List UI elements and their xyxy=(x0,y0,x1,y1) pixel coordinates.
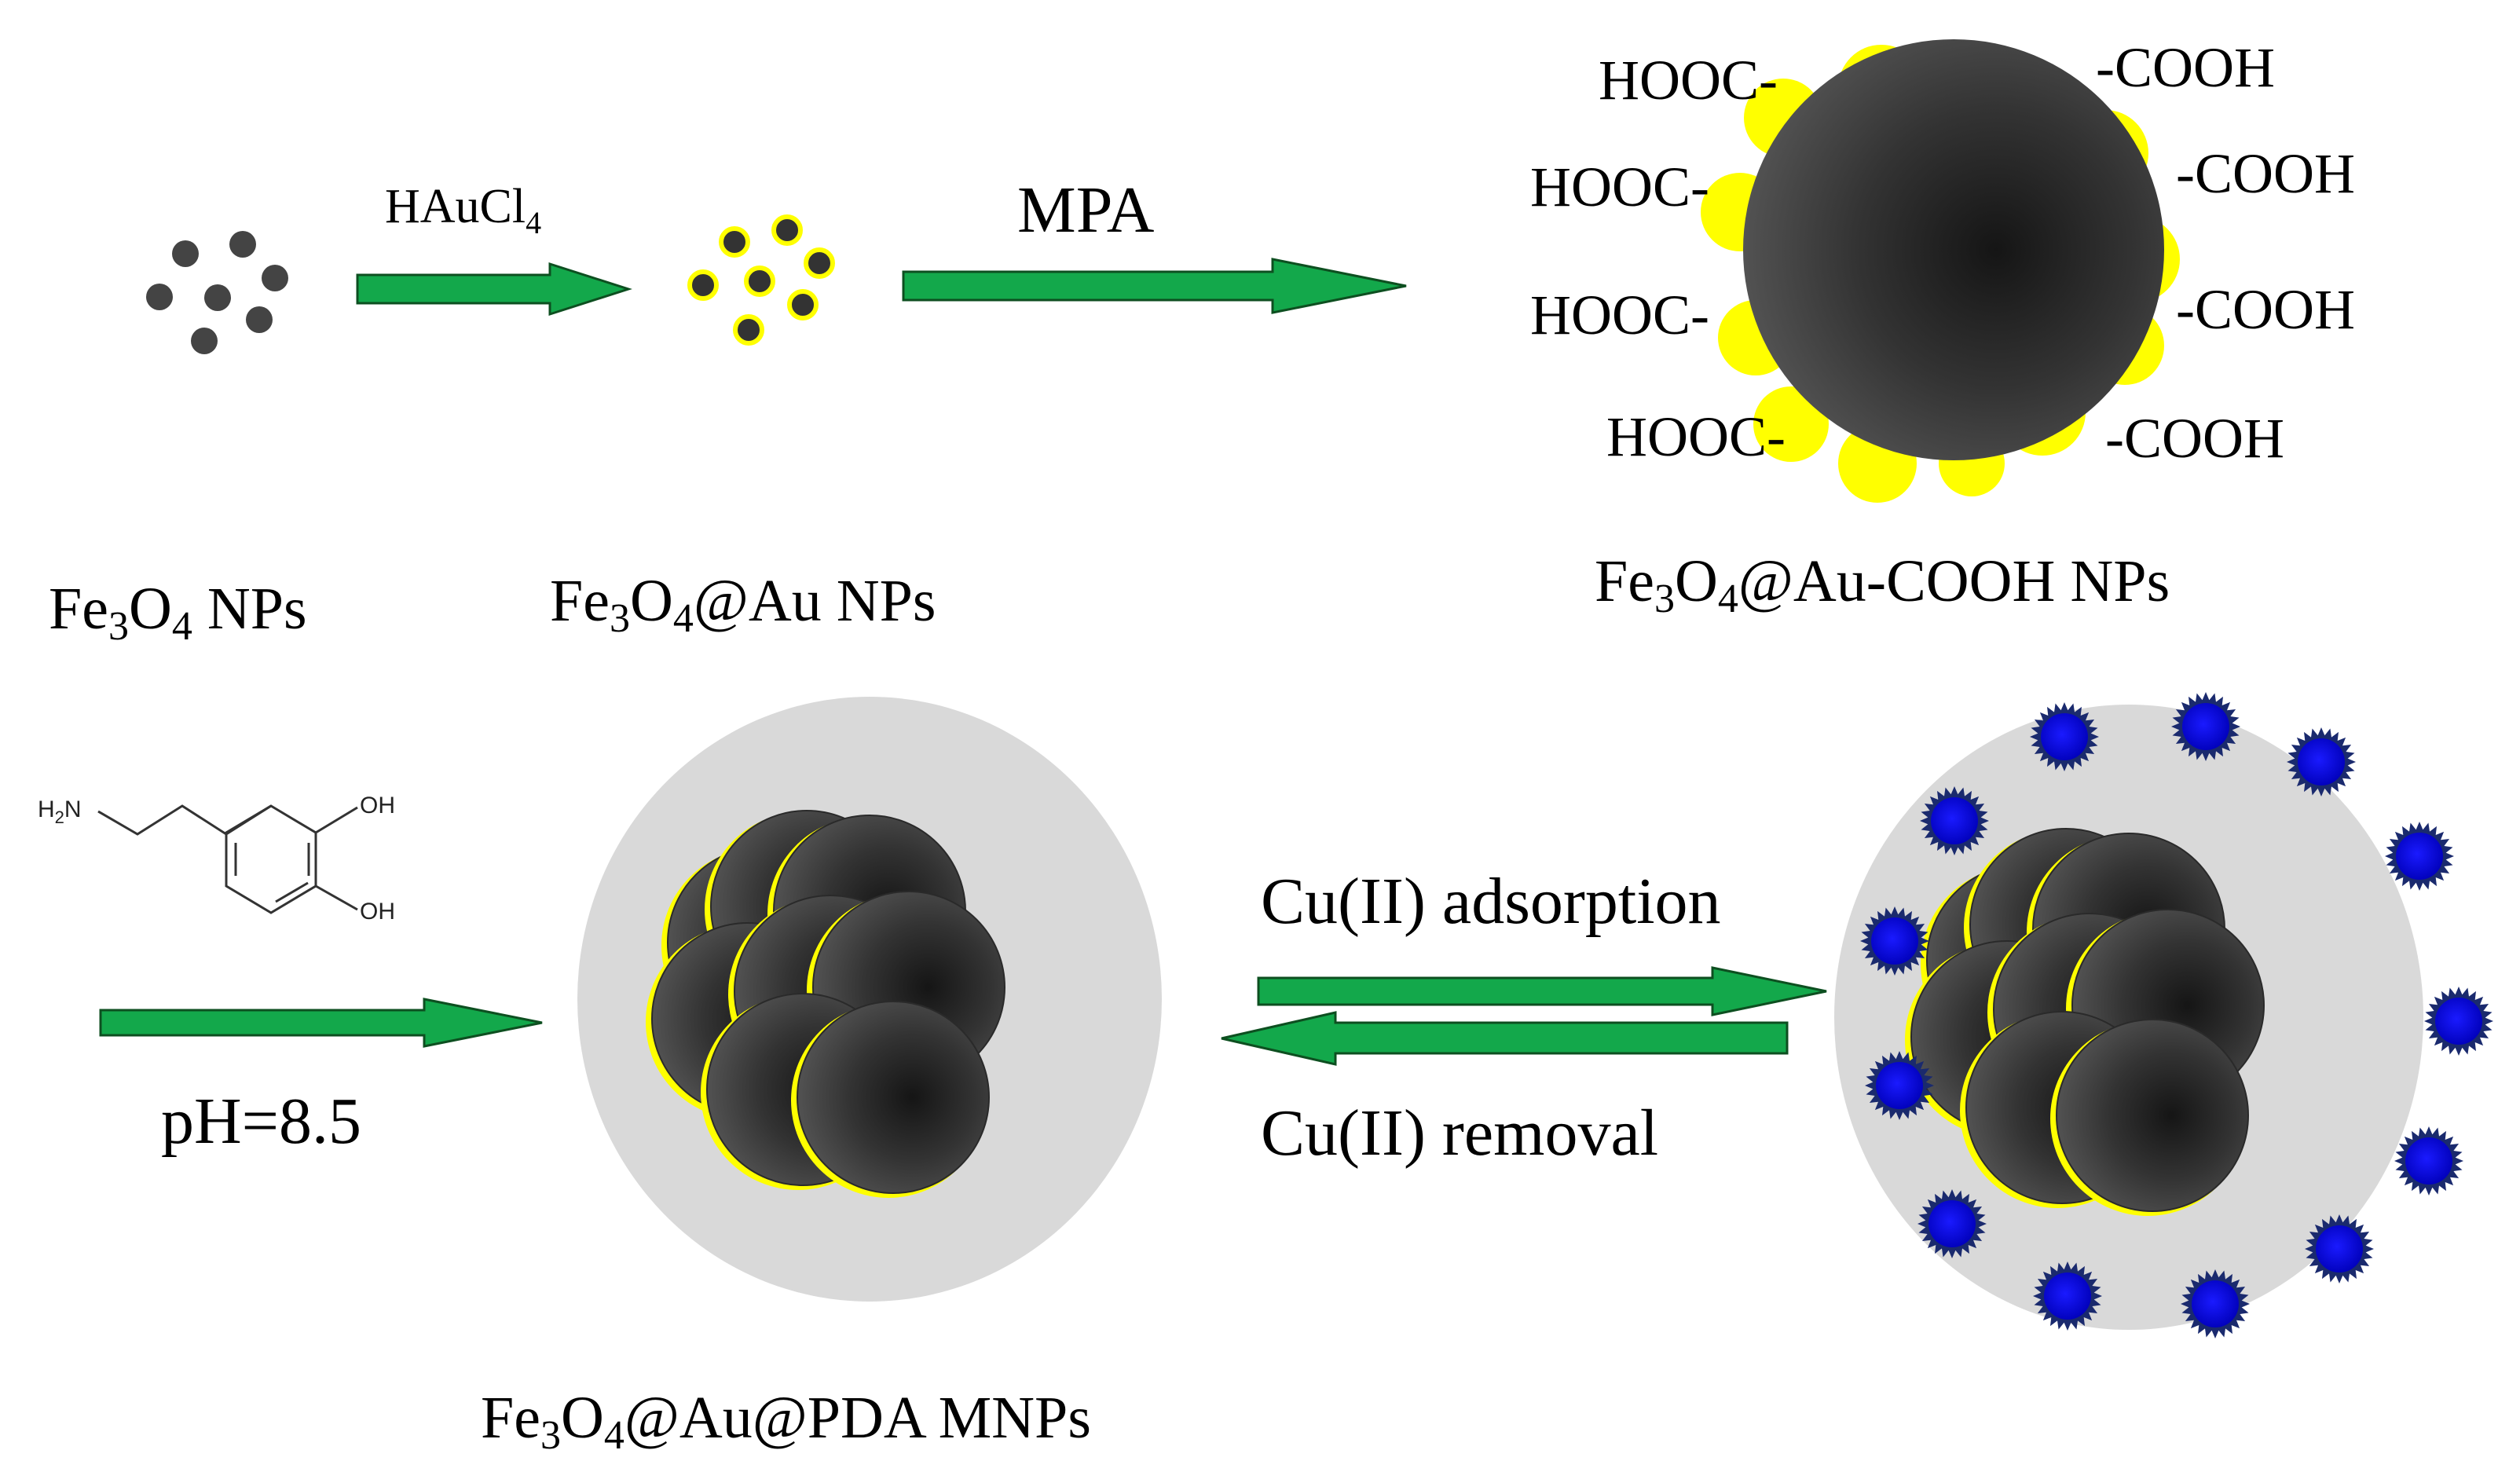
dopamine-structure xyxy=(97,804,358,914)
removal-arrow xyxy=(1221,1011,1789,1066)
gold-coated-cores xyxy=(1905,828,2265,1216)
cu-ions xyxy=(1860,692,2493,1338)
svg-text:HOOC-: HOOC- xyxy=(1530,156,1709,218)
core-particle xyxy=(791,1001,990,1198)
fe3o4-au-pda-label: Fe3O4@Au@PDA MNPs xyxy=(481,1385,1091,1458)
cu-ion xyxy=(2394,1126,2463,1196)
pda-coated-cluster xyxy=(577,697,1162,1302)
svg-text:HOOC-: HOOC- xyxy=(1606,405,1786,468)
cu-ion xyxy=(2287,727,2356,796)
cu-ion xyxy=(2305,1214,2374,1283)
amine-group: H2N xyxy=(38,796,82,827)
core-particle xyxy=(2050,1019,2249,1216)
cu-ion xyxy=(1865,1051,1934,1120)
ph-arrow xyxy=(99,998,543,1048)
cu-ion xyxy=(2181,1269,2250,1338)
gold-coated-cores xyxy=(646,810,1005,1198)
fe3o4-au-label: Fe3O4@Au NPs xyxy=(550,568,936,641)
adsorption-arrow xyxy=(1257,966,1827,1016)
fe3o4-au-cooh-label: Fe3O4@Au-COOH NPs xyxy=(1595,548,2170,621)
haucl4-label: HAuCl4 xyxy=(385,180,541,240)
cu-ion xyxy=(1920,786,1989,855)
mpa-arrow xyxy=(902,258,1407,314)
carboxyl-groups-left: HOOC- HOOC- HOOC- HOOC- xyxy=(1530,49,1786,468)
fe3o4-label: Fe3O4 NPs xyxy=(49,576,307,649)
adsorption-label: Cu(II) adsorption xyxy=(1261,865,1721,938)
svg-text:HOOC-: HOOC- xyxy=(1530,284,1709,346)
svg-text:-COOH: -COOH xyxy=(2096,36,2275,99)
cu-ion xyxy=(2385,822,2454,891)
fe3o4-nanoparticles xyxy=(146,231,288,354)
svg-text:-COOH: -COOH xyxy=(2105,407,2284,470)
svg-text:HOOC-: HOOC- xyxy=(1599,49,1778,112)
fe3o4-au-cooh-particle xyxy=(1701,39,2180,503)
carboxyl-groups-right: -COOH -COOH -COOH -COOH xyxy=(2096,36,2355,470)
hydroxyl-group-1: OH xyxy=(360,793,395,818)
removal-label: Cu(II) removal xyxy=(1261,1097,1658,1170)
cu-ion xyxy=(2171,692,2240,761)
mpa-label: MPA xyxy=(1017,174,1155,247)
svg-text:-COOH: -COOH xyxy=(2176,278,2355,341)
ph-label: pH=8.5 xyxy=(161,1085,361,1158)
cu-ion xyxy=(1860,906,1929,976)
cu-ion xyxy=(2030,702,2099,771)
cu-ion xyxy=(2033,1261,2102,1331)
cu-ion xyxy=(2424,987,2493,1056)
fe3o4-au-nanoparticles xyxy=(687,214,835,346)
haucl4-arrow xyxy=(356,262,632,317)
hydroxyl-group-2: OH xyxy=(360,899,395,925)
cu-ion xyxy=(1917,1189,1987,1258)
svg-text:-COOH: -COOH xyxy=(2176,142,2355,205)
cu-loaded-cluster xyxy=(1834,692,2493,1338)
